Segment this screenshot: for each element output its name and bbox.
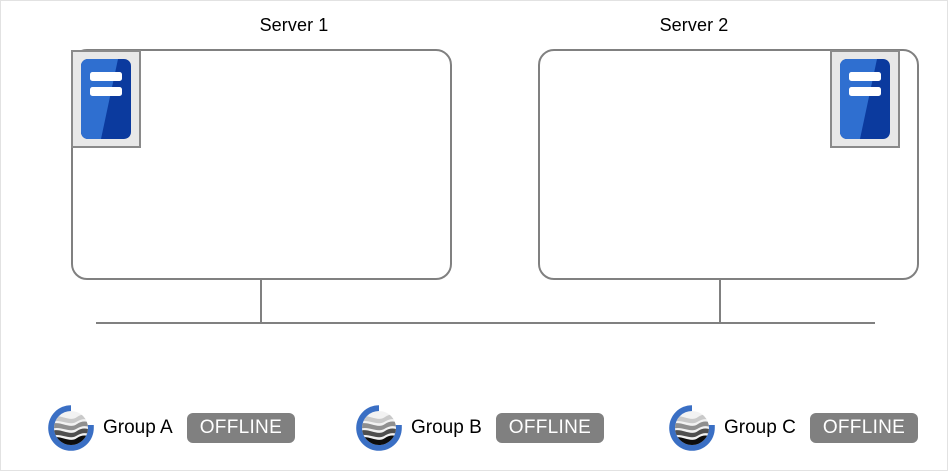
server-icon-bar-bottom [90,87,122,97]
gluster-g-logo-icon [356,405,402,451]
connector-server-2 [719,278,721,324]
group-label: Group A [103,417,173,438]
gluster-g-logo-icon [669,405,715,451]
server-1-title: Server 1 [259,15,329,35]
network-bus-line [96,322,875,324]
group-status-item[interactable]: Group A OFFLINE [45,399,296,457]
server-icon-bar-top [849,71,881,81]
group-label: Group C [724,417,796,438]
server-2-title: Server 2 [659,15,729,35]
group-label: Group B [411,417,482,438]
server-icon-frame-1[interactable] [71,50,141,148]
server-icon [81,59,131,139]
gluster-g-logo-icon [48,405,94,451]
server-icon-frame-2[interactable] [830,50,900,148]
group-status-item[interactable]: Group C OFFLINE [666,399,919,457]
status-badge[interactable]: OFFLINE [809,413,919,443]
group-status-item[interactable]: Group B OFFLINE [353,399,605,457]
status-badge[interactable]: OFFLINE [495,413,605,443]
server-icon [840,59,890,139]
group-status-row: Group A OFFLINE Group B OFFLINE [1,399,947,457]
status-badge[interactable]: OFFLINE [186,413,296,443]
server-icon-bar-bottom [849,87,881,97]
server-icon-bar-top [90,71,122,81]
connector-server-1 [260,278,262,324]
